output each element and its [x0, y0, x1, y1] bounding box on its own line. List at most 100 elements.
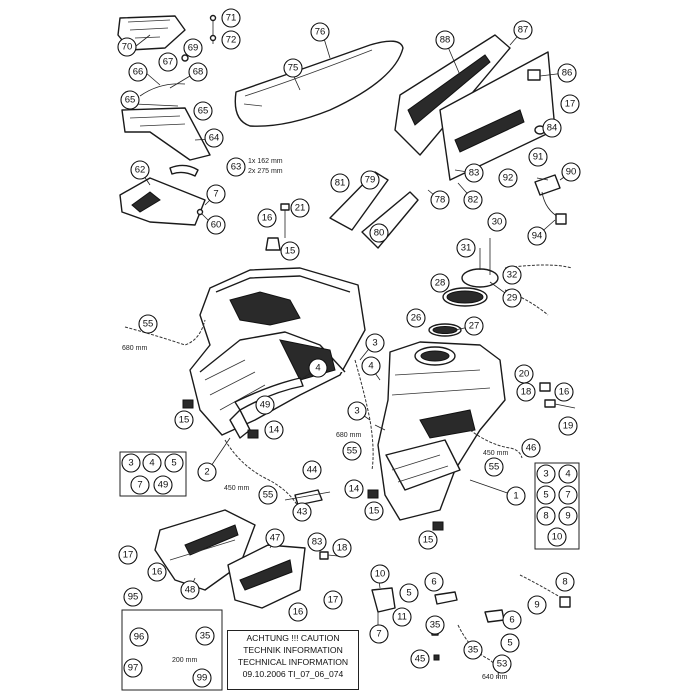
group-left-callout-4-circle [153, 475, 173, 495]
fuel-tank-right [377, 341, 506, 521]
callout-44-label: 44 [307, 465, 318, 476]
callout-80: 80 [369, 223, 389, 243]
callout-14a-label: 14 [269, 425, 280, 436]
callout-6b: 6 [502, 610, 522, 630]
caution-line-4: 09.10.2006 TI_07_06_074 [242, 669, 344, 679]
callout-95: 95 [123, 587, 143, 607]
callout-28: 28 [430, 273, 450, 293]
bolt-71-72 [209, 14, 217, 44]
seat-part [234, 40, 404, 127]
callout-81: 81 [330, 173, 350, 193]
callout-5b-label: 5 [507, 638, 512, 649]
callout-76-circle [310, 22, 330, 42]
tail-bracket-62 [119, 177, 206, 226]
caution-line-2: TECHNIK INFORMATION [243, 645, 343, 655]
group-left-callout-1-circle [142, 453, 162, 473]
callout-16d-circle [288, 602, 308, 622]
callout-5a-circle [399, 583, 419, 603]
callout-49-circle [255, 395, 275, 415]
group-right-callout-3-label: 7 [565, 490, 570, 501]
callout-21: 21 [290, 198, 310, 218]
callout-62: 62 [130, 160, 150, 180]
callout-19: 19 [558, 416, 578, 436]
callout-18a: 18 [516, 382, 536, 402]
callout-35a-circle [425, 615, 445, 635]
callout-99-label: 99 [197, 673, 208, 684]
number-plate-64 [121, 107, 211, 161]
callout-20: 20 [514, 364, 534, 384]
callout-9-label: 9 [534, 600, 539, 611]
callout-46-label: 46 [526, 443, 537, 454]
callout-75: 75 [283, 58, 303, 78]
callout-96-label: 96 [134, 632, 145, 643]
callout-17c-label: 17 [328, 595, 339, 606]
callout-53-label: 53 [497, 659, 508, 670]
callout-78-label: 78 [435, 195, 446, 206]
callout-47: 47 [265, 528, 285, 548]
radiator-shroud-47 [227, 544, 306, 609]
callout-64: 64 [204, 128, 224, 148]
group-left-callout-2: 5 [164, 453, 184, 473]
callout-32-circle [502, 265, 522, 285]
group-right-callout-4-label: 8 [543, 511, 548, 522]
callout-87-label: 87 [518, 25, 529, 36]
callout-96-circle [129, 627, 149, 647]
group-right-callout-1-circle [558, 464, 578, 484]
callout-15d-circle [418, 530, 438, 550]
callout-6b-label: 6 [509, 615, 514, 626]
callout-43-label: 43 [297, 507, 308, 518]
callout-62-label: 62 [135, 165, 146, 176]
callout-16d-label: 16 [293, 607, 304, 618]
group-right-callout-4-circle [536, 506, 556, 526]
callout-14b-label: 14 [349, 484, 360, 495]
callout-10a-label: 10 [375, 569, 386, 580]
callout-7a-label: 7 [213, 189, 218, 200]
callout-2-label: 2 [204, 467, 209, 478]
callout-65b-label: 65 [198, 106, 209, 117]
callout-63: 63 [226, 157, 246, 177]
group-right-callout-0: 3 [536, 464, 556, 484]
callout-45-label: 45 [415, 654, 426, 665]
callout-6a: 6 [424, 572, 444, 592]
callout-20-label: 20 [519, 369, 530, 380]
callout-29-circle [502, 288, 522, 308]
note-680b: 680 mm [336, 432, 361, 439]
callout-99: 99 [192, 668, 212, 688]
callout-70-circle [117, 37, 137, 57]
callout-15a-circle [280, 241, 300, 261]
callout-64-label: 64 [209, 133, 220, 144]
callout-30-label: 30 [492, 217, 503, 228]
callout-19-circle [558, 416, 578, 436]
callout-87-circle [513, 20, 533, 40]
callout-3b-circle [347, 401, 367, 421]
callout-15b-circle [174, 410, 194, 430]
group-right-callout-3-circle [558, 485, 578, 505]
callout-21-label: 21 [295, 203, 306, 214]
filter-43 [284, 489, 331, 506]
note-63a: 1x 162 mm [248, 158, 283, 165]
callout-82-label: 82 [468, 195, 479, 206]
callout-80-circle [369, 223, 389, 243]
callout-79-label: 79 [365, 175, 376, 186]
callout-16a: 16 [257, 208, 277, 228]
callout-79-circle [360, 170, 380, 190]
callout-26-label: 26 [411, 313, 422, 324]
callout-64-circle [204, 128, 224, 148]
callout-32-label: 32 [507, 270, 518, 281]
callout-6b-circle [502, 610, 522, 630]
note-200: 200 mm [172, 657, 197, 664]
callout-1-label: 1 [513, 491, 518, 502]
callout-7a-circle [206, 184, 226, 204]
callout-72-circle [221, 30, 241, 50]
callout-14a-circle [264, 420, 284, 440]
callout-4b-circle [361, 356, 381, 376]
callout-8-label: 8 [562, 577, 567, 588]
fuel-cap-assembly [428, 238, 573, 337]
callout-67: 67 [158, 52, 178, 72]
callout-68-circle [188, 62, 208, 82]
callout-76-label: 76 [315, 27, 326, 38]
callout-15a-label: 15 [285, 246, 296, 257]
callout-5a-label: 5 [406, 588, 411, 599]
callout-35c-circle [195, 626, 215, 646]
